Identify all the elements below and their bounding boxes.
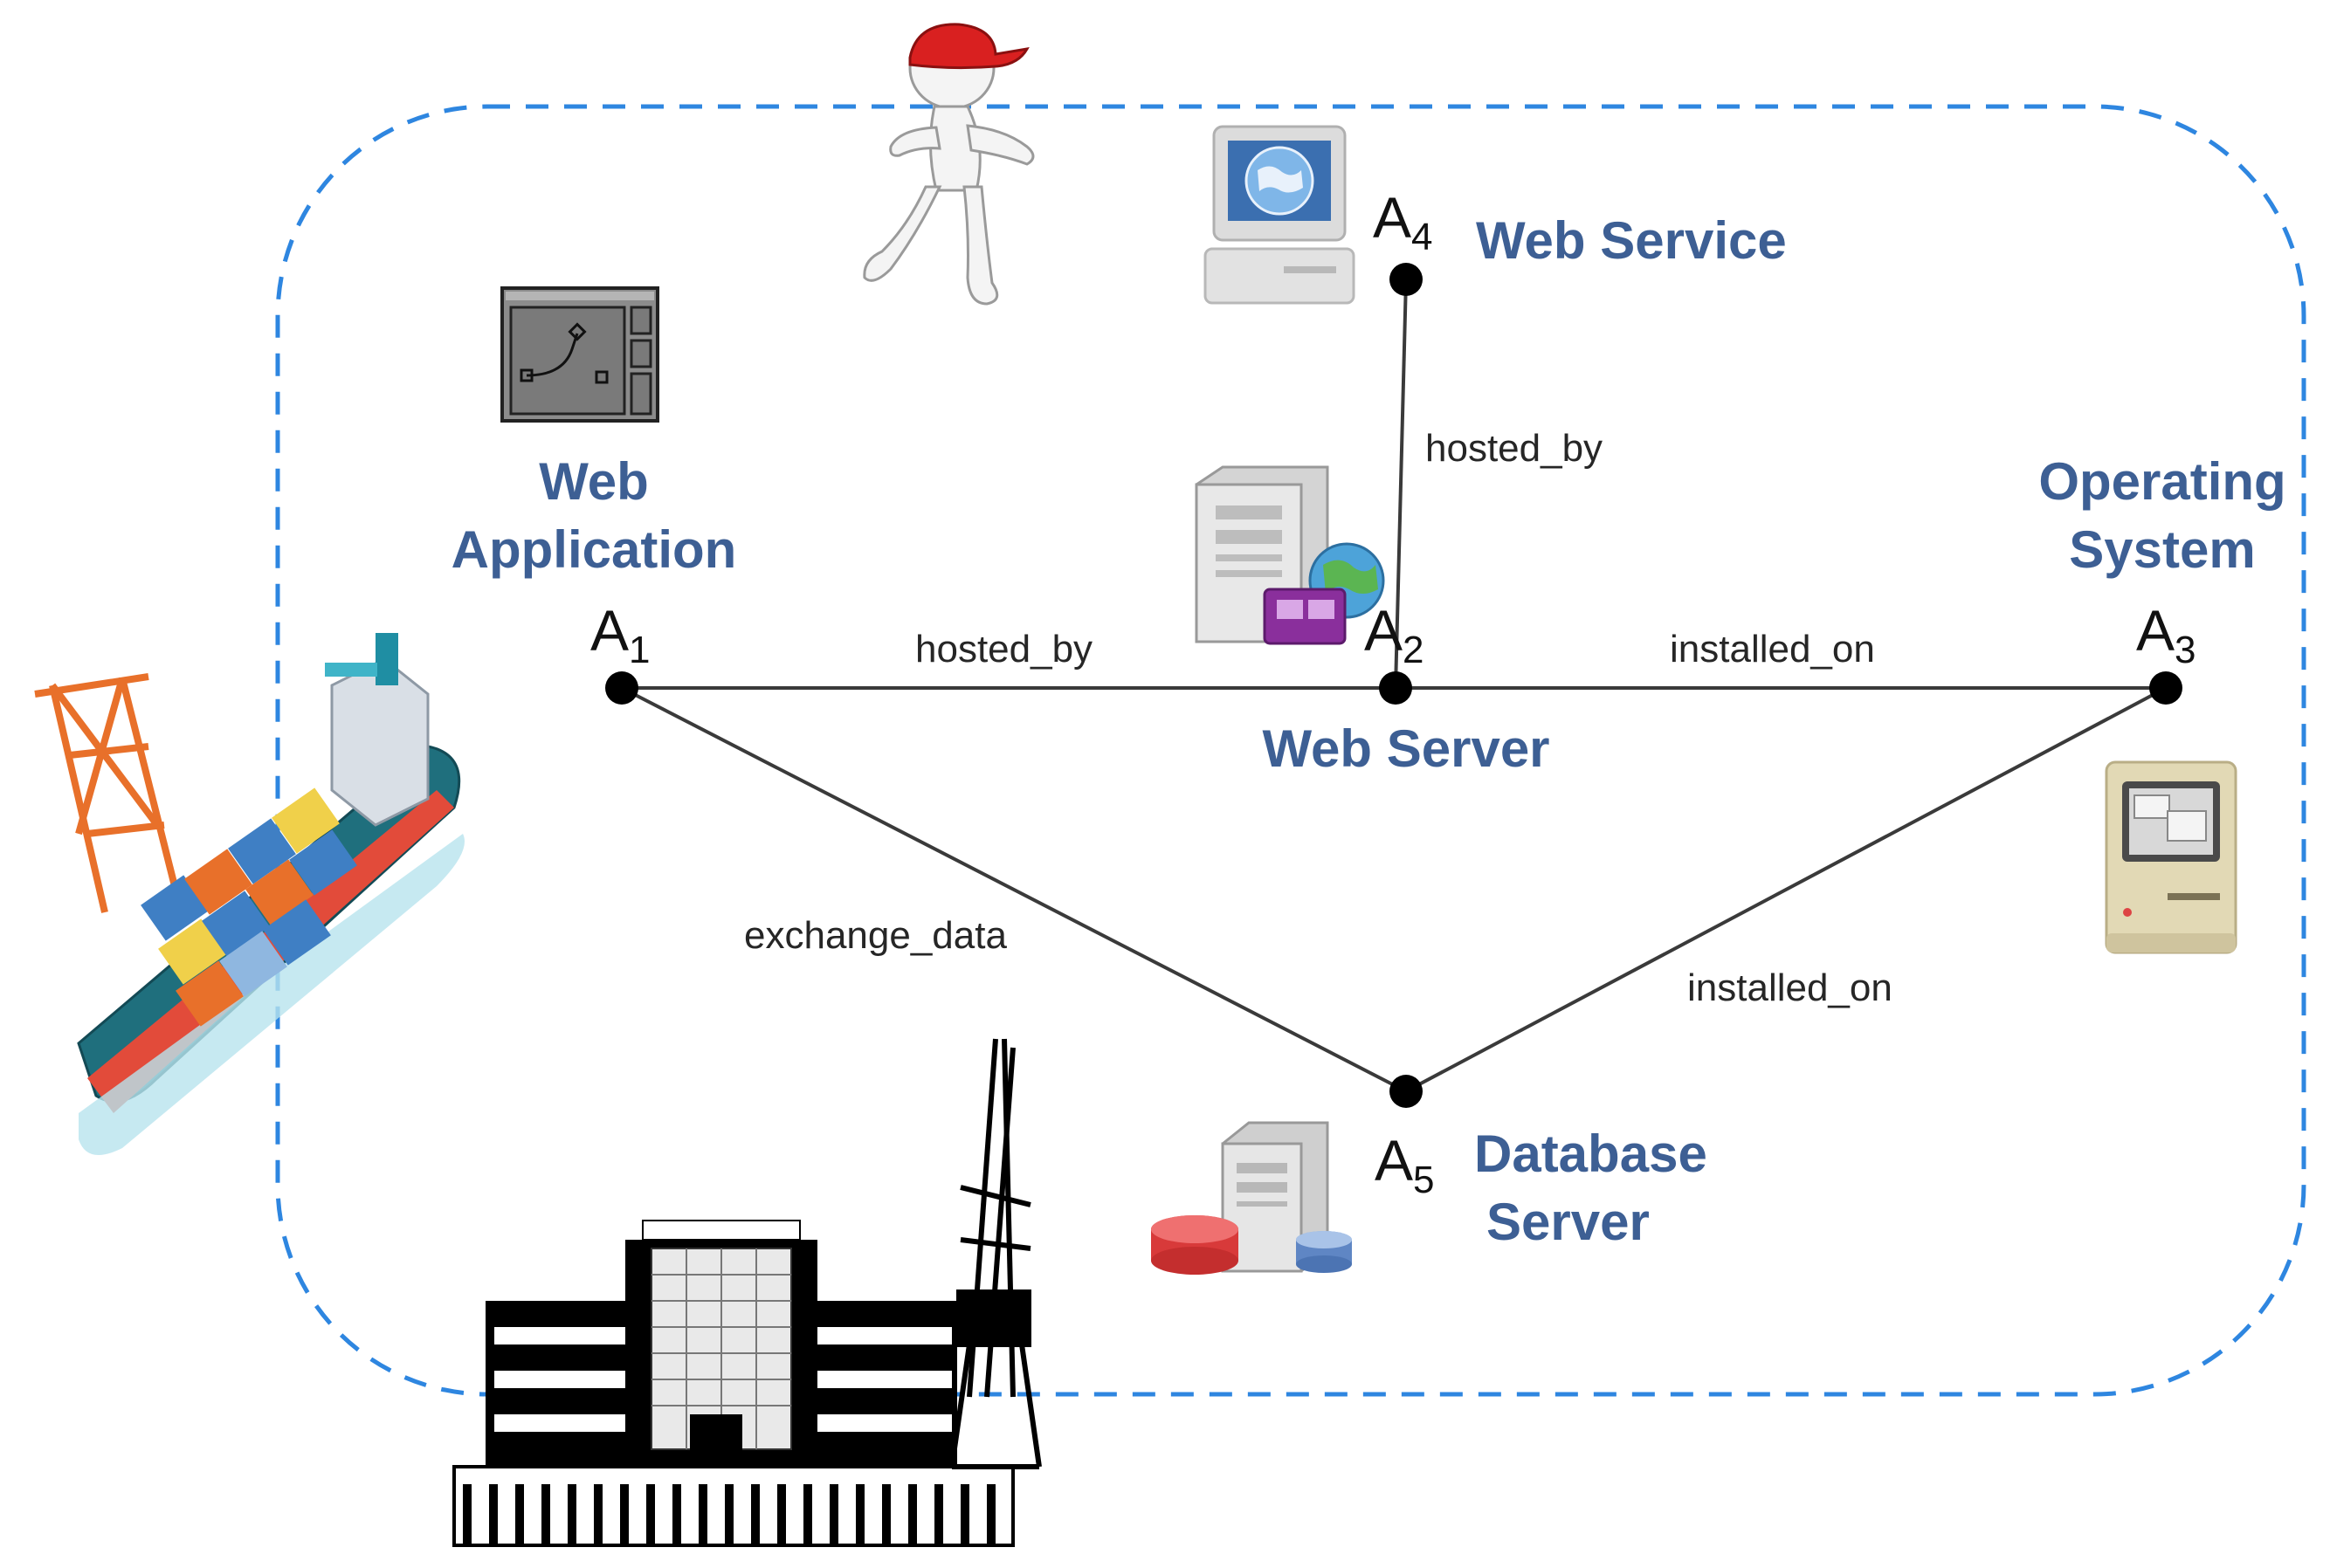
node-dot-a3 (2149, 671, 2182, 705)
node-name-a4: Web Service (1476, 211, 1787, 270)
node-id-a3: A3 (2136, 598, 2196, 671)
vintage-computer-icon (2105, 760, 2237, 954)
edge-label-a2-a3: installed_on (1670, 628, 1875, 671)
node-dot-a1 (605, 671, 638, 705)
node-dots (605, 263, 2182, 1108)
edge-label-a1-a5: exchange_data (744, 914, 1007, 957)
node-id-a1: A1 (590, 598, 651, 671)
application-window-icon (500, 286, 659, 423)
node-name-a1-line2: Application (452, 520, 737, 579)
database-server-icon (1151, 1121, 1352, 1275)
edge-label-a1-a2: hosted_by (915, 628, 1093, 671)
edges (621, 279, 2167, 1093)
node-id-a4: A4 (1373, 185, 1433, 258)
edge-label-a4-a2: hosted_by (1425, 427, 1603, 470)
sea-terminal-building-icon (452, 1220, 1015, 1547)
node-name-a2: Web Server (1262, 719, 1549, 778)
edge-a1-a5 (621, 686, 1407, 1093)
infrastructure-boundary (275, 104, 2306, 1397)
node-name-a1-line1: Web (539, 452, 649, 511)
node-id-a2: A2 (1364, 598, 1424, 671)
node-name-a3-line2: System (2069, 520, 2255, 579)
container-ship-icon (34, 633, 465, 1155)
edge-label-a5-a3: installed_on (1687, 966, 1892, 1009)
node-dot-a2 (1379, 671, 1412, 705)
node-dot-a5 (1389, 1075, 1423, 1108)
web-server-icon (1195, 465, 1385, 645)
node-name-a5-line1: Database (1474, 1124, 1707, 1183)
node-name-a5-line2: Server (1486, 1193, 1650, 1251)
edge-a4-a2 (1394, 279, 1408, 689)
port-crane-icon (949, 1038, 1042, 1469)
globe-monitor-icon (1203, 125, 1355, 305)
node-dot-a4 (1389, 263, 1423, 296)
attacker-figure-icon (863, 23, 1035, 306)
edge-a5-a3 (1405, 686, 2167, 1093)
port-crane-icon (34, 673, 178, 913)
node-id-a5: A5 (1375, 1128, 1435, 1201)
node-name-a3-line1: Operating (2038, 452, 2285, 511)
